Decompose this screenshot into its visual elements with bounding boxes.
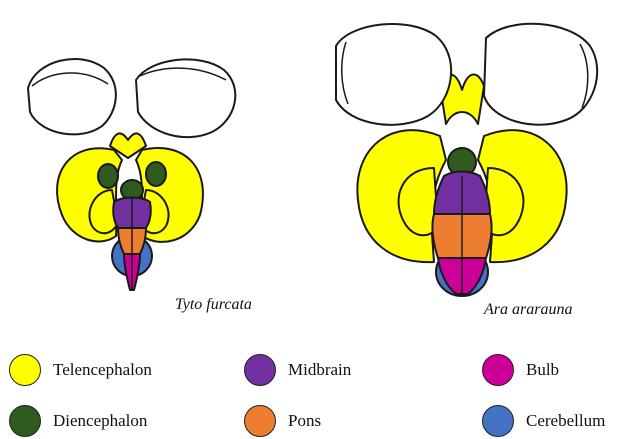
legend-label: Telencephalon: [53, 360, 152, 380]
legend-item-cerebellum: Cerebellum: [482, 403, 605, 439]
diencephalon-swatch: [9, 405, 41, 437]
species-label-ara: Ara ararauna: [484, 301, 572, 319]
brain-diagrams: [0, 0, 617, 310]
legend-label: Diencephalon: [53, 411, 147, 431]
legend-item-bulb: Bulb: [482, 352, 559, 388]
telencephalon-swatch: [9, 354, 41, 386]
ara-brain: [336, 24, 597, 296]
legend-label: Midbrain: [288, 360, 351, 380]
midbrain-swatch: [244, 354, 276, 386]
legend-item-telencephalon: Telencephalon: [9, 352, 152, 388]
legend-item-midbrain: Midbrain: [244, 352, 351, 388]
legend-label: Bulb: [526, 360, 559, 380]
legend-label: Pons: [288, 411, 321, 431]
species-label-tyto: Tyto furcata: [175, 296, 252, 314]
tyto-brain: [28, 59, 235, 290]
bulb-swatch: [482, 354, 514, 386]
tyto-diencephalon-left: [98, 164, 118, 188]
cerebellum-swatch: [482, 405, 514, 437]
legend-item-pons: Pons: [244, 403, 321, 439]
legend-label: Cerebellum: [526, 411, 605, 431]
pons-swatch: [244, 405, 276, 437]
tyto-eye-right: [136, 59, 235, 137]
ara-eye-right: [484, 24, 597, 125]
tyto-eye-left: [28, 59, 116, 134]
legend-item-diencephalon: Diencephalon: [9, 403, 147, 439]
tyto-diencephalon-right: [146, 162, 166, 186]
ara-eye-left: [336, 24, 451, 125]
